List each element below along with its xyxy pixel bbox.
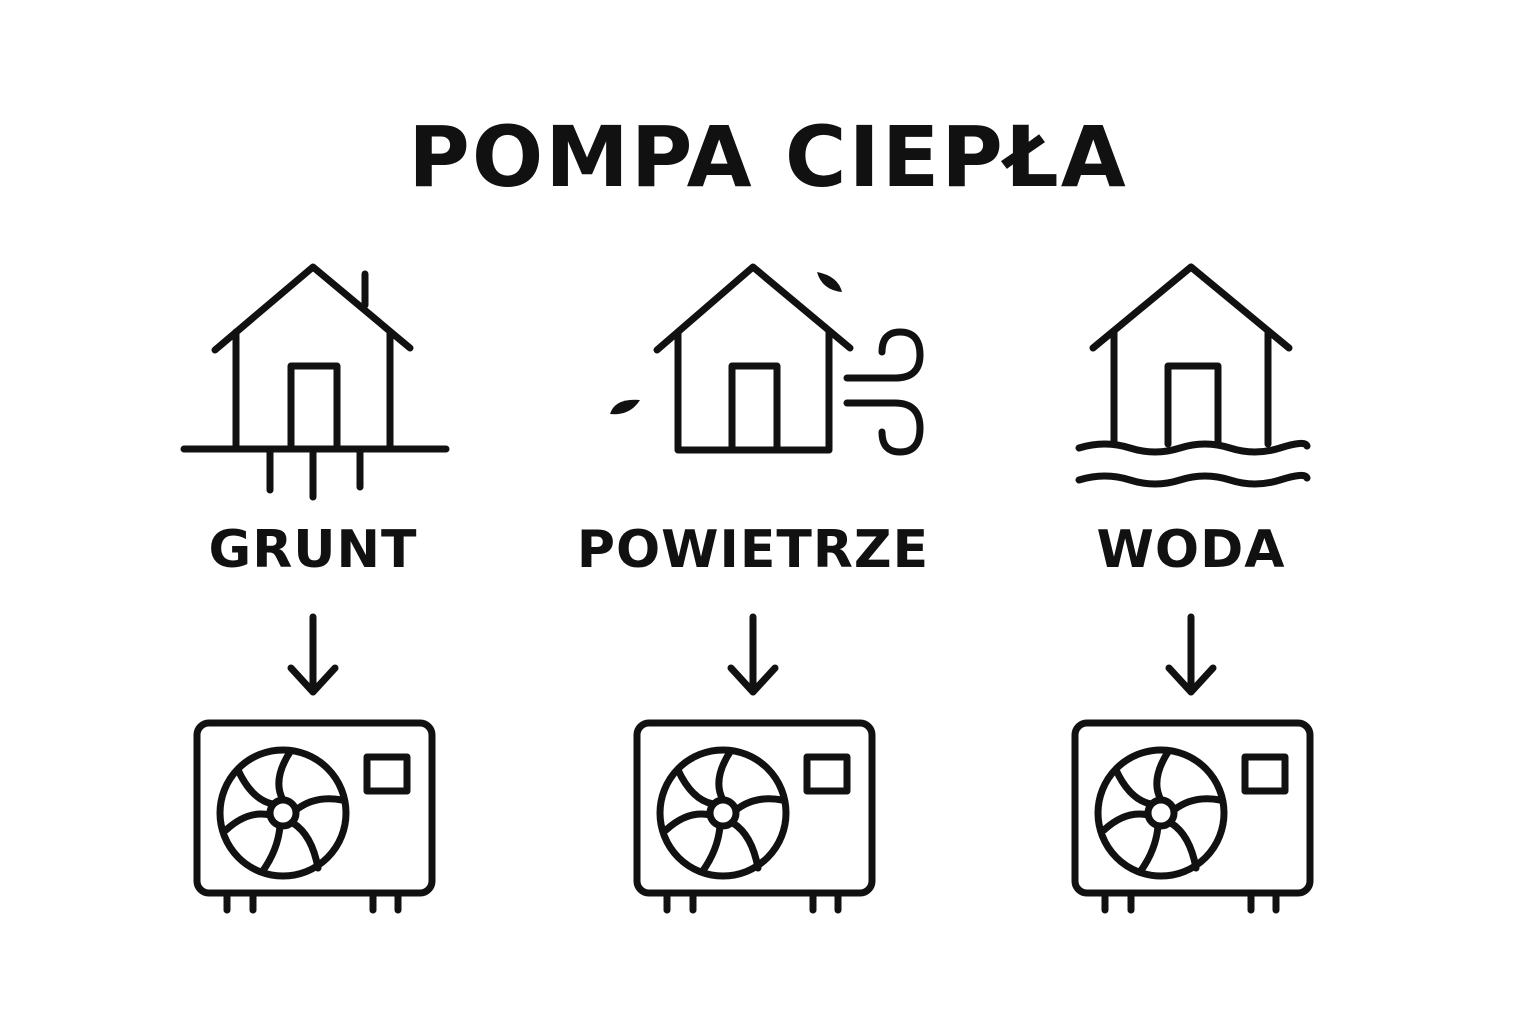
arrow-down-icon bbox=[731, 617, 775, 692]
label-powietrze: POWIETRZE bbox=[576, 520, 930, 580]
house-ground-icon bbox=[180, 263, 450, 501]
wind-icon bbox=[843, 328, 924, 382]
heat-pump-unit-icon bbox=[197, 723, 432, 910]
house-air-icon bbox=[610, 263, 924, 456]
arrow-down-icon bbox=[291, 617, 335, 692]
arrow-down-icon bbox=[1169, 617, 1213, 692]
house-water-icon bbox=[1075, 263, 1311, 488]
label-grunt: GRUNT bbox=[208, 520, 418, 580]
page-title: POMPA CIEPŁA bbox=[408, 108, 1128, 206]
leaf-icon bbox=[610, 399, 640, 415]
label-woda: WODA bbox=[1096, 520, 1286, 580]
heat-pump-unit-icon bbox=[1075, 723, 1310, 910]
leaf-icon bbox=[817, 272, 842, 292]
heat-pump-unit-icon bbox=[637, 723, 872, 910]
